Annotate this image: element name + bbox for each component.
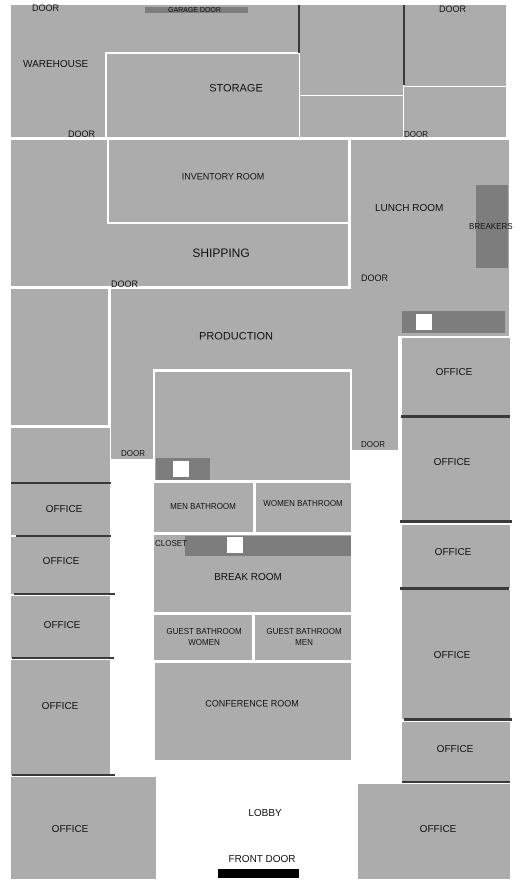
women-bathroom xyxy=(256,483,351,532)
center-fixture xyxy=(173,461,189,477)
closet-counter xyxy=(185,536,351,556)
office-left-3 xyxy=(11,596,110,658)
left-room xyxy=(11,289,108,425)
door-label: DOOR xyxy=(439,4,466,14)
conference-room-label: CONFERENCE ROOM xyxy=(205,698,299,709)
wall-line xyxy=(298,5,300,53)
office-label: OFFICE xyxy=(434,547,472,558)
breakers-label: BREAKERS xyxy=(469,222,513,231)
women-bathroom-label: WOMEN BATHROOM xyxy=(263,499,343,508)
production-right-wing xyxy=(352,369,398,450)
men-bathroom xyxy=(154,483,253,532)
front-door-label: FRONT DOOR xyxy=(228,854,296,865)
office-right-5 xyxy=(402,722,510,782)
door-label: DOOR xyxy=(361,440,385,449)
guest-bathroom-women xyxy=(154,615,252,660)
shipping xyxy=(11,140,348,286)
office-divider xyxy=(12,774,115,776)
office-divider xyxy=(404,718,512,721)
office-right-1 xyxy=(402,338,510,415)
door-label: DOOR xyxy=(68,129,95,139)
office-label: OFFICE xyxy=(42,556,80,567)
door-label: DOOR xyxy=(404,130,428,139)
office-divider xyxy=(14,593,115,595)
office-divider xyxy=(11,482,111,484)
storage-annex-lower xyxy=(300,96,403,137)
warehouse-label: WAREHOUSE xyxy=(23,59,89,70)
breakers-panel xyxy=(476,185,508,268)
office-right-3 xyxy=(402,525,510,588)
office-divider xyxy=(16,535,111,537)
office-divider xyxy=(400,587,509,590)
front-door-bar xyxy=(218,869,299,878)
men-bathroom-label: MEN BATHROOM xyxy=(170,502,236,511)
office-bottom-right xyxy=(358,784,510,879)
break-room-label: BREAK ROOM xyxy=(214,572,282,583)
storage-label: STORAGE xyxy=(209,82,263,95)
office-label: OFFICE xyxy=(435,367,473,378)
lobby-label: LOBBY xyxy=(248,808,282,819)
door-label: DOOR xyxy=(111,279,138,289)
office-divider xyxy=(402,781,510,783)
inventory-wall-left xyxy=(107,140,109,223)
office-divider xyxy=(400,520,512,523)
storage-wall-top xyxy=(105,52,300,54)
door-label: DOOR xyxy=(361,273,388,283)
warehouse xyxy=(11,5,299,137)
wall-line xyxy=(403,5,405,85)
inventory-room-label: INVENTORY ROOM xyxy=(181,171,265,182)
office-label: OFFICE xyxy=(436,744,474,755)
production xyxy=(111,289,398,369)
guest-bathroom-women-label: GUEST BATHROOM xyxy=(166,627,242,636)
guest-bathroom-men-label: MEN xyxy=(295,638,313,647)
office-left-4 xyxy=(11,660,110,775)
office-right-2 xyxy=(402,418,510,522)
production-label: PRODUCTION xyxy=(199,330,273,343)
office-label: OFFICE xyxy=(433,457,471,468)
guest-bathroom-men-label: GUEST BATHROOM xyxy=(266,627,342,636)
closet-label: CLOSET xyxy=(155,539,188,548)
top-right-lower-room xyxy=(404,87,506,137)
office-divider xyxy=(12,657,114,659)
office-label: OFFICE xyxy=(433,650,471,661)
office-label: OFFICE xyxy=(51,824,89,835)
storage-annex xyxy=(300,5,403,95)
production-left-wing xyxy=(111,369,153,459)
office-divider xyxy=(401,415,510,418)
closet-fixture xyxy=(227,537,243,553)
guest-bathroom-women-label: WOMEN xyxy=(188,638,220,647)
office-label: OFFICE xyxy=(41,701,79,712)
storage-wall-left xyxy=(105,52,107,137)
left-hall-room xyxy=(11,428,110,482)
office-left-2 xyxy=(11,537,110,594)
door-label: DOOR xyxy=(32,3,59,13)
garage-door-label: GARAGE DOOR xyxy=(168,7,221,14)
lunch-room-label: LUNCH ROOM xyxy=(375,203,444,214)
top-right-room xyxy=(404,5,506,86)
office-bottom-left xyxy=(11,777,156,879)
inventory-wall-bottom xyxy=(107,222,349,224)
garage-door-bar xyxy=(145,7,248,13)
guest-bathroom-men xyxy=(255,615,351,660)
office-label: OFFICE xyxy=(45,504,83,515)
shipping-label: SHIPPING xyxy=(192,246,250,260)
office-left-1 xyxy=(11,484,110,535)
office-label: OFFICE xyxy=(43,620,81,631)
office-label: OFFICE xyxy=(419,824,457,835)
lunch-room-fixture xyxy=(416,314,432,330)
conference-room xyxy=(155,663,351,760)
door-label: DOOR xyxy=(121,449,145,458)
office-right-4 xyxy=(402,590,510,719)
